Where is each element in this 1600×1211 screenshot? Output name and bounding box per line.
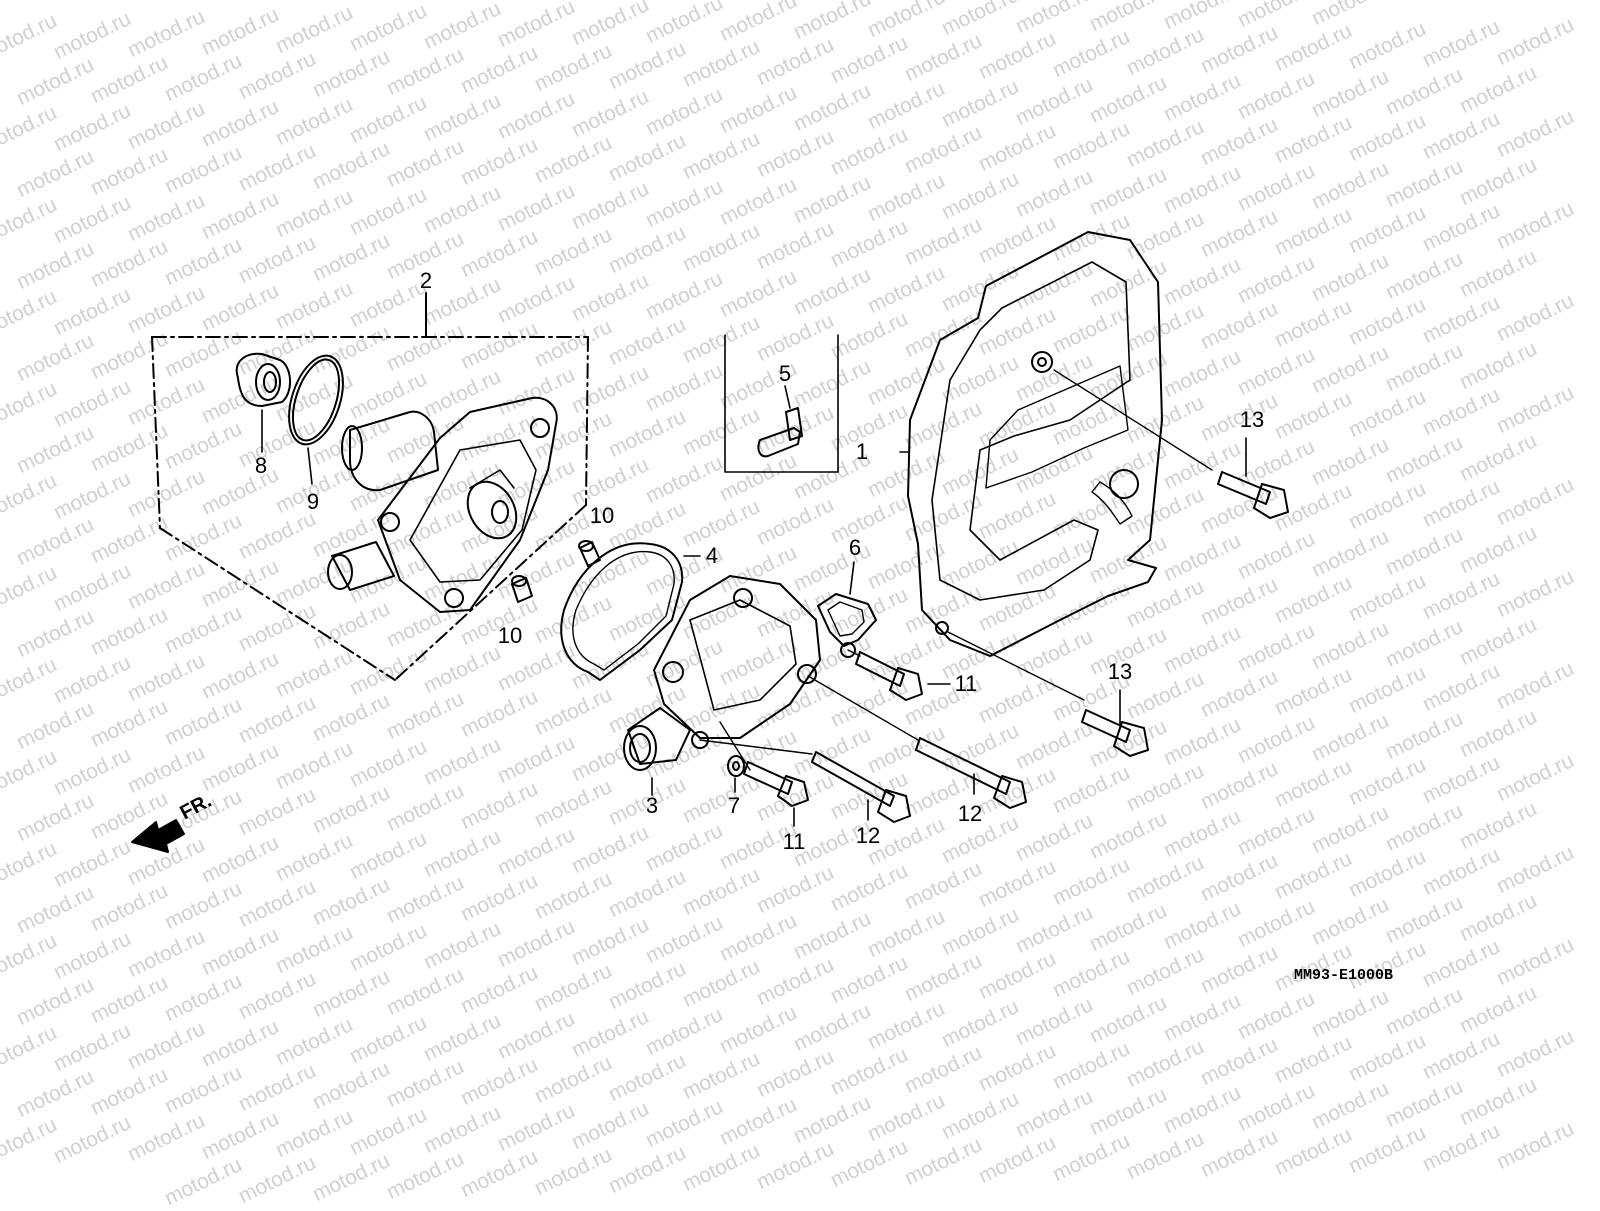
callout-10-lower: 10 xyxy=(497,623,523,648)
clip-6 xyxy=(818,562,876,657)
callout-8: 8 xyxy=(254,453,268,478)
front-direction-arrow-icon xyxy=(132,820,184,852)
callout-10-upper: 10 xyxy=(589,503,615,528)
callout-9: 9 xyxy=(306,489,320,514)
callout-4: 4 xyxy=(705,543,719,568)
bolt-12-lower xyxy=(700,740,910,822)
pump-cover-3 xyxy=(624,576,820,795)
oil-seal-8 xyxy=(237,354,290,452)
assembly-2-bracket xyxy=(152,293,588,680)
callout-12-lower: 12 xyxy=(855,823,881,848)
diagram-code: MM93-E1000B xyxy=(1294,967,1394,984)
callout-1: 1 xyxy=(855,439,869,464)
callout-13-lower: 13 xyxy=(1107,659,1133,684)
bolt-13-lower xyxy=(948,632,1148,756)
callout-12-upper: 12 xyxy=(957,801,983,826)
sprocket-cover-1 xyxy=(900,232,1162,656)
washer-7 xyxy=(728,756,744,792)
callout-6: 6 xyxy=(848,535,862,560)
callout-13-upper: 13 xyxy=(1239,407,1265,432)
dowel-pins-10 xyxy=(512,541,600,602)
water-pump-body-2 xyxy=(328,398,557,612)
bolt-13-upper xyxy=(1054,370,1288,518)
bolt-11-upper xyxy=(848,650,950,700)
callout-5: 5 xyxy=(778,361,792,386)
bolt-11-lower xyxy=(720,722,808,826)
callout-2: 2 xyxy=(419,268,433,293)
clamp-5 xyxy=(725,335,838,472)
callout-11-upper: 11 xyxy=(954,671,978,696)
callout-11-lower: 11 xyxy=(782,829,806,854)
callout-3: 3 xyxy=(645,793,659,818)
callout-7: 7 xyxy=(727,793,741,818)
gasket-4 xyxy=(561,543,700,680)
o-ring-9 xyxy=(279,349,353,484)
bolt-12-upper xyxy=(808,676,1026,808)
